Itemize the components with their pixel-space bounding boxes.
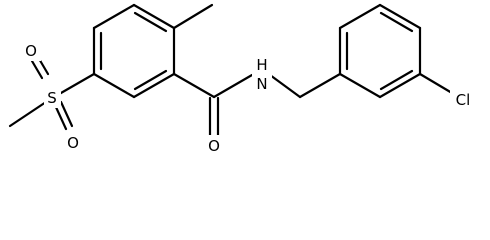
bonds	[8, 3, 454, 137]
sulfonyl-oxygen-bottom: O	[63, 133, 83, 153]
bond	[92, 3, 136, 30]
oxygen-top-label: O	[25, 42, 37, 60]
nitrogen-label: N	[256, 75, 267, 93]
bond	[133, 69, 168, 91]
bond	[268, 73, 302, 99]
oxygen-bottom-label: O	[67, 134, 79, 152]
carbonyl-oxygen-label: O	[208, 137, 220, 155]
carbonyl-oxygen: O	[204, 135, 224, 155]
bond	[172, 72, 216, 99]
bond	[418, 72, 454, 95]
bond	[212, 73, 254, 99]
bond	[132, 3, 176, 30]
bond	[378, 72, 422, 99]
bond	[172, 3, 214, 30]
bond	[53, 103, 68, 131]
bond	[338, 72, 382, 99]
chlorine-label: Cl	[456, 91, 471, 109]
nitrogen-h-label: H	[256, 56, 267, 74]
chlorine-atom: Cl	[450, 89, 478, 111]
bond	[30, 59, 44, 80]
sulfur-label: S	[47, 89, 57, 107]
structure-diagram: S O O O H N Cl	[8, 3, 478, 155]
bond	[379, 11, 414, 33]
bond	[92, 72, 136, 99]
bond	[338, 3, 382, 30]
atom-labels: S O O O H N Cl	[21, 41, 478, 155]
bond	[133, 11, 168, 33]
bond	[298, 72, 342, 99]
amide-nitrogen: H N	[252, 56, 272, 96]
bond	[59, 100, 74, 128]
bond	[132, 72, 176, 99]
sulfonyl-oxygen-top: O	[21, 41, 41, 61]
bond	[379, 69, 414, 91]
bond	[378, 3, 422, 30]
sulfur-atom: S	[44, 88, 61, 108]
